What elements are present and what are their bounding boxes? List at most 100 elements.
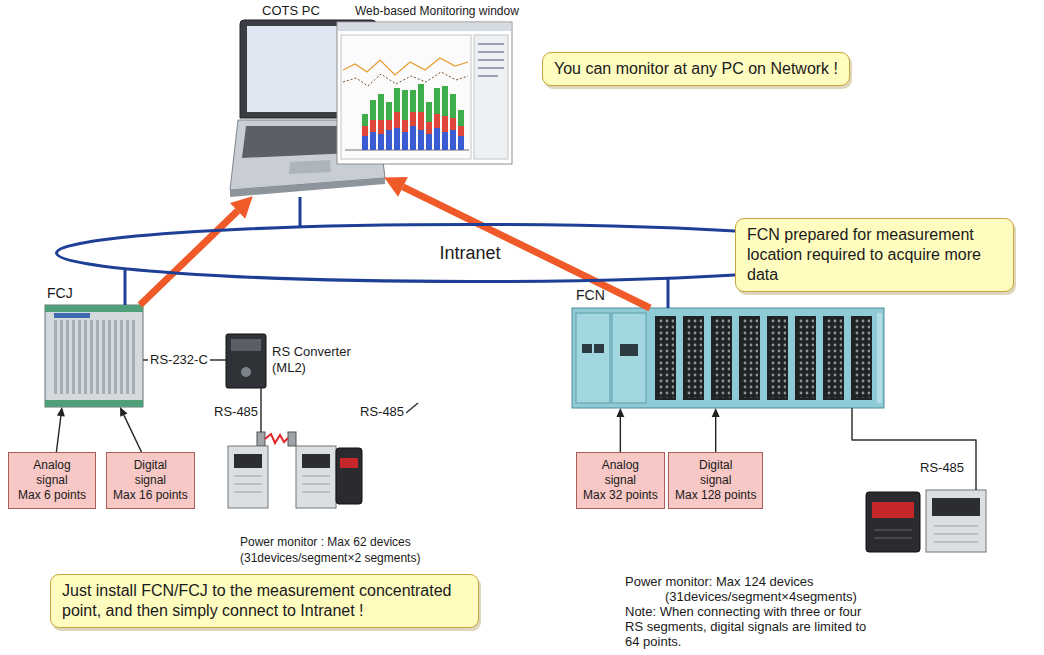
meter-display: [302, 454, 330, 468]
node-caption: Power monitor: Max 124 devices(31devices…: [625, 574, 875, 649]
chart-area: [341, 35, 471, 159]
cable-tick: [406, 403, 418, 413]
fcj-cap: [45, 400, 143, 407]
network-link: [667, 278, 670, 308]
node-caption: Web-based Monitoring window: [355, 4, 519, 18]
controller-node: FCN: [572, 308, 884, 408]
node-text: Max 32 points: [583, 488, 658, 503]
callout-box: You can monitor at any PC on Network !: [542, 52, 850, 86]
data-flow-arrow: [140, 211, 238, 305]
node-text: You can monitor at any PC on Network !: [554, 59, 838, 79]
signal-arrow: [715, 417, 716, 452]
callout-box: Just install FCN/FCJ to the measurement …: [50, 574, 479, 628]
laptop-touchpad: [289, 160, 331, 174]
node-text: Analog signal: [33, 458, 70, 488]
node-text: Note: When connecting with three or four…: [625, 604, 875, 649]
power-meter: [296, 446, 336, 508]
meter-keys: [874, 530, 912, 538]
network-link: [124, 269, 127, 305]
meter-keys: [302, 476, 330, 492]
serial-wire: [852, 408, 976, 490]
converter-node: RS Converter (ML2): [226, 334, 266, 388]
rs485-link: [265, 434, 288, 443]
controller-node: FCJ: [45, 305, 143, 407]
fcn-io-modules: [652, 312, 876, 404]
meter-led: [340, 458, 358, 468]
node-caption: RS Converter (ML2): [272, 344, 356, 376]
chart-line: [343, 58, 468, 75]
chart-line: [343, 72, 468, 86]
node-text: FCJ: [47, 285, 73, 302]
node-text: FCN: [576, 287, 605, 304]
node-text: Just install FCN/FCJ to the measurement …: [62, 581, 467, 621]
fcn-port: [594, 344, 604, 353]
computer-node: COTS PC: [230, 20, 385, 197]
signal-box: Digital signalMax 128 points: [668, 452, 763, 509]
fcn-port: [582, 344, 592, 353]
signal-box: Analog signalMax 32 points: [576, 452, 665, 509]
signal-box: Analog signalMax 6 points: [8, 452, 96, 509]
meter-led: [872, 502, 914, 518]
power-meter: [866, 492, 920, 552]
fcj-ribs: [52, 320, 136, 394]
signal-arrow: [56, 416, 60, 452]
signal-box: Digital signalMax 16 points: [106, 452, 195, 509]
node-caption: COTS PC: [262, 3, 320, 19]
converter-panel: [231, 339, 261, 351]
fcn-end-cap: [877, 313, 882, 403]
fcj-body: [45, 305, 143, 407]
fcj-cap: [45, 305, 143, 312]
chart-bars: [362, 112, 464, 136]
connector-label: RS-485: [212, 404, 260, 419]
converter-body: [226, 334, 266, 388]
node-text: Digital signal: [134, 458, 167, 488]
node-caption: FCJ: [47, 285, 73, 302]
node-text: COTS PC: [262, 3, 320, 19]
node-text: Max 128 points: [675, 488, 756, 503]
node-text: Analog signal: [602, 458, 639, 488]
node-caption: FCN: [576, 287, 605, 304]
panel-lines: [478, 44, 504, 76]
converter-connector: [241, 367, 251, 377]
laptop-front: [230, 178, 385, 197]
chart-bars: [362, 84, 464, 126]
node-text: Max 16 points: [113, 488, 188, 503]
node-caption: Power monitor : Max 62 devices(31devices…: [240, 534, 420, 566]
chart-bars: [362, 126, 464, 150]
node-text: Power monitor: Max 124 devices: [625, 574, 875, 589]
power-meter: [336, 448, 362, 504]
power-meter: [228, 446, 268, 508]
network-link: [299, 197, 302, 227]
node-text: (31devices/segment×4segments): [625, 589, 875, 604]
cable-plug: [257, 432, 265, 446]
signal-name: RS-485: [358, 404, 406, 419]
power-monitor-node: Power monitor : Max 62 devices(31devices…: [228, 432, 362, 508]
data-flow-arrow: [403, 187, 650, 308]
fcn-port: [620, 344, 638, 356]
cable-plug: [288, 432, 296, 446]
node-text: (31devices/segment×2 segments): [240, 550, 420, 566]
connector-label: RS-485: [918, 460, 966, 475]
signal-arrow: [124, 415, 142, 452]
meter-keys: [934, 526, 978, 542]
meter-keys: [234, 476, 262, 492]
meter-display: [234, 454, 262, 468]
meter-display: [932, 498, 980, 516]
serial-wire: [260, 388, 262, 432]
fcn-cpu-module: [612, 313, 646, 403]
power-monitor-node: Power monitor: Max 124 devices(31devices…: [866, 490, 986, 552]
side-panel: [474, 35, 508, 159]
connector-label: RS-232-C: [148, 352, 210, 367]
node-text: Power monitor : Max 62 devices: [240, 534, 420, 550]
node-text: RS Converter (ML2): [272, 344, 356, 376]
monitor-window-node: Web-based Monitoring window: [337, 22, 512, 164]
signal-arrow: [620, 417, 621, 452]
node-text: FCN prepared for measurement location re…: [747, 225, 1002, 285]
node-text: Max 6 points: [15, 488, 89, 503]
fcj-logo-bar: [54, 313, 90, 318]
callout-box: FCN prepared for measurement location re…: [735, 218, 1014, 292]
node-text: Web-based Monitoring window: [355, 4, 519, 18]
power-meter: [926, 490, 986, 552]
fcn-power-module: [576, 313, 610, 403]
node-text: Digital signal: [699, 458, 732, 488]
